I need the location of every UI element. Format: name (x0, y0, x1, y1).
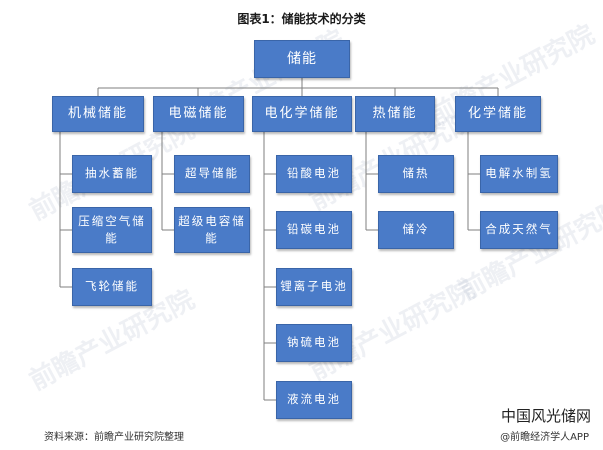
leaf-node: 超级电容储能 (174, 207, 250, 253)
root-node: 储能 (254, 40, 350, 78)
leaf-node: 铅碳电池 (276, 211, 352, 249)
category-node: 电化学储能 (252, 96, 352, 132)
leaf-node: 合成天然气 (480, 211, 558, 249)
brand-label: 中国风光储网 (500, 407, 591, 425)
leaf-node: 电解水制氢 (480, 155, 558, 193)
diagram-title: 图表1：储能技术的分类 (237, 12, 366, 26)
leaf-node: 锂离子电池 (276, 268, 352, 306)
credit-note: @前瞻经济学人APP (500, 432, 589, 443)
leaf-node: 压缩空气储能 (72, 207, 152, 253)
leaf-node: 储冷 (378, 211, 454, 249)
leaf-node: 铅酸电池 (276, 155, 352, 193)
category-node: 机械储能 (52, 96, 144, 132)
source-note: 资料来源：前瞻产业研究院整理 (44, 432, 184, 443)
category-node: 热储能 (355, 96, 435, 132)
leaf-node: 钠硫电池 (276, 324, 352, 362)
leaf-node: 储热 (378, 155, 454, 193)
leaf-node: 超导储能 (174, 155, 250, 193)
leaf-node: 抽水蓄能 (72, 155, 152, 193)
category-node: 化学储能 (455, 96, 541, 132)
leaf-node: 液流电池 (276, 381, 352, 419)
leaf-node: 飞轮储能 (72, 268, 152, 306)
category-node: 电磁储能 (153, 96, 244, 132)
